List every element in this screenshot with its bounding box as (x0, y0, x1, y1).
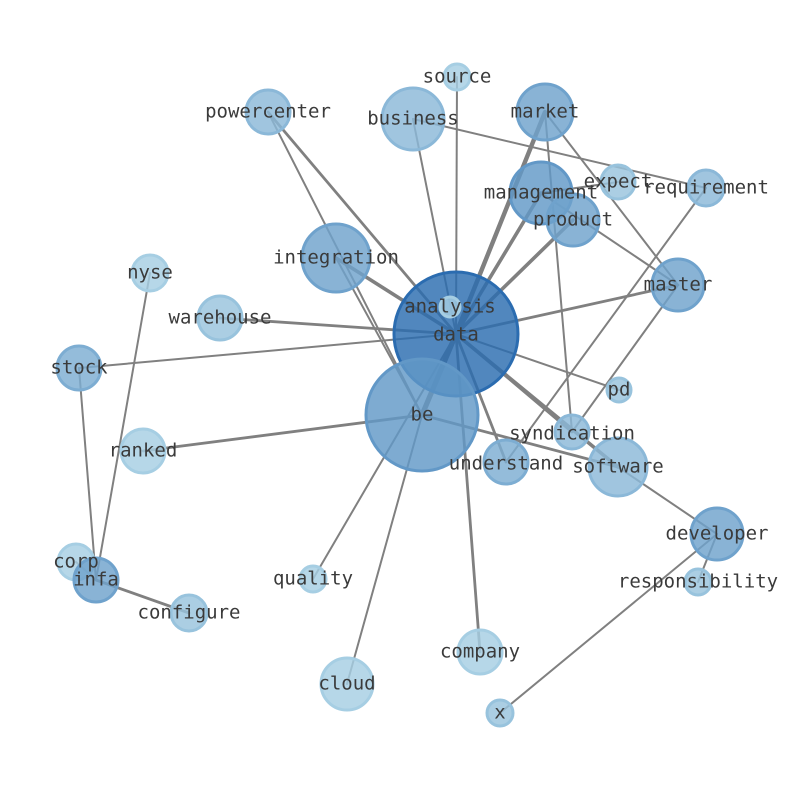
node-product (545, 192, 601, 248)
node-warehouse (196, 294, 244, 342)
node-software (587, 436, 649, 498)
node-label-infa: infa (73, 569, 119, 591)
node-source (442, 62, 472, 92)
node-be (364, 357, 480, 473)
edge-market-syndication (544, 111, 573, 433)
edge-requirement-understand (505, 187, 707, 463)
node-company (456, 628, 504, 676)
node-label-master: master (644, 274, 713, 296)
edge-business-requirement (412, 118, 707, 189)
node-label-quality: quality (273, 568, 353, 590)
node-label-responsibility: responsibility (618, 571, 778, 593)
node-analysis (438, 295, 462, 319)
node-label-syndication: syndication (509, 423, 635, 445)
node-label-source: source (423, 66, 492, 88)
node-integration (300, 222, 372, 294)
node-label-product: product (533, 209, 613, 231)
node-label-data: data (433, 324, 479, 346)
node-label-powercenter: powercenter (205, 101, 331, 123)
edge-stock-infa (78, 367, 97, 581)
node-master (650, 257, 706, 313)
node-requirement (686, 168, 726, 208)
node-label-configure: configure (138, 602, 241, 624)
node-label-x: x (494, 702, 505, 724)
node-label-requirement: requirement (643, 177, 769, 199)
node-label-ranked: ranked (109, 440, 178, 462)
node-label-corp: corp (53, 551, 99, 573)
node-expect (599, 163, 637, 201)
node-responsibility (683, 567, 713, 597)
node-label-pd: pd (608, 379, 631, 401)
node-infa (72, 556, 120, 604)
node-label-integration: integration (273, 247, 399, 269)
node-label-software: software (572, 456, 664, 478)
node-label-analysis: analysis (404, 296, 496, 318)
node-pd (605, 376, 633, 404)
node-label-business: business (367, 108, 459, 130)
node-label-company: company (440, 641, 520, 663)
node-label-understand: understand (449, 453, 563, 475)
node-label-cloud: cloud (318, 673, 375, 695)
node-nyse (130, 253, 170, 293)
edge-master-syndication (571, 284, 679, 433)
node-label-market: market (511, 101, 580, 123)
node-label-stock: stock (50, 357, 108, 379)
node-label-nyse: nyse (127, 262, 173, 284)
labels-layer: data analysis be source powercenter business m… (50, 66, 778, 724)
node-quality (298, 564, 328, 594)
node-label-expect: expect (584, 171, 653, 193)
edge-developer-x (499, 533, 718, 714)
node-market (515, 82, 575, 142)
node-cloud (319, 656, 375, 712)
node-business (380, 86, 446, 152)
node-x (485, 698, 515, 728)
node-label-warehouse: warehouse (169, 307, 272, 329)
node-configure (169, 593, 209, 633)
node-syndication (553, 413, 591, 451)
node-powercenter (244, 88, 292, 136)
node-stock (55, 344, 103, 392)
node-developer (689, 506, 745, 562)
node-understand (482, 438, 530, 486)
node-label-be: be (411, 404, 434, 426)
nodes-layer (55, 62, 745, 728)
node-label-developer: developer (666, 523, 769, 545)
edge-nyse-infa (95, 272, 151, 581)
node-ranked (119, 427, 167, 475)
node-label-management: management (484, 182, 598, 204)
